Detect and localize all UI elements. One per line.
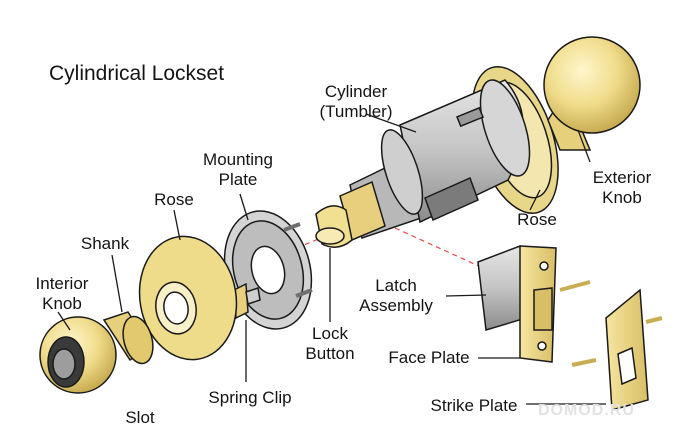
label-mounting-plate: Mounting Plate — [203, 150, 273, 189]
diagram-title: Cylindrical Lockset — [49, 62, 225, 85]
label-face-plate: Face Plate — [388, 348, 470, 367]
label-lock-button: Lock Button — [305, 324, 355, 363]
cylinder-chassis — [339, 79, 531, 242]
label-rose-exterior: Rose — [517, 210, 557, 229]
guide-line-latch — [394, 227, 493, 273]
watermark: DOMOD.RU — [538, 402, 635, 419]
latch-assembly — [477, 244, 591, 363]
label-exterior-knob: Exterior Knob — [592, 168, 652, 207]
guide-line-center — [171, 179, 461, 301]
alignment-guides — [171, 179, 493, 301]
leader-lines — [57, 113, 606, 405]
label-slot: Slot — [125, 408, 155, 427]
label-cylinder: Cylinder (Tumbler) — [319, 82, 393, 121]
strike-plate — [571, 288, 663, 411]
label-latch-assembly: Latch Assembly — [359, 276, 433, 315]
label-spring-clip: Spring Clip — [208, 388, 292, 407]
exterior-knob — [543, 36, 641, 151]
interior-rose — [138, 235, 238, 361]
lock-button — [315, 205, 353, 248]
label-interior-knob: Interior Knob — [35, 274, 89, 313]
label-shank: Shank — [80, 234, 130, 253]
label-rose-interior: Rose — [154, 190, 194, 209]
label-strike-plate: Strike Plate — [430, 396, 518, 415]
interior-knob — [39, 311, 154, 394]
